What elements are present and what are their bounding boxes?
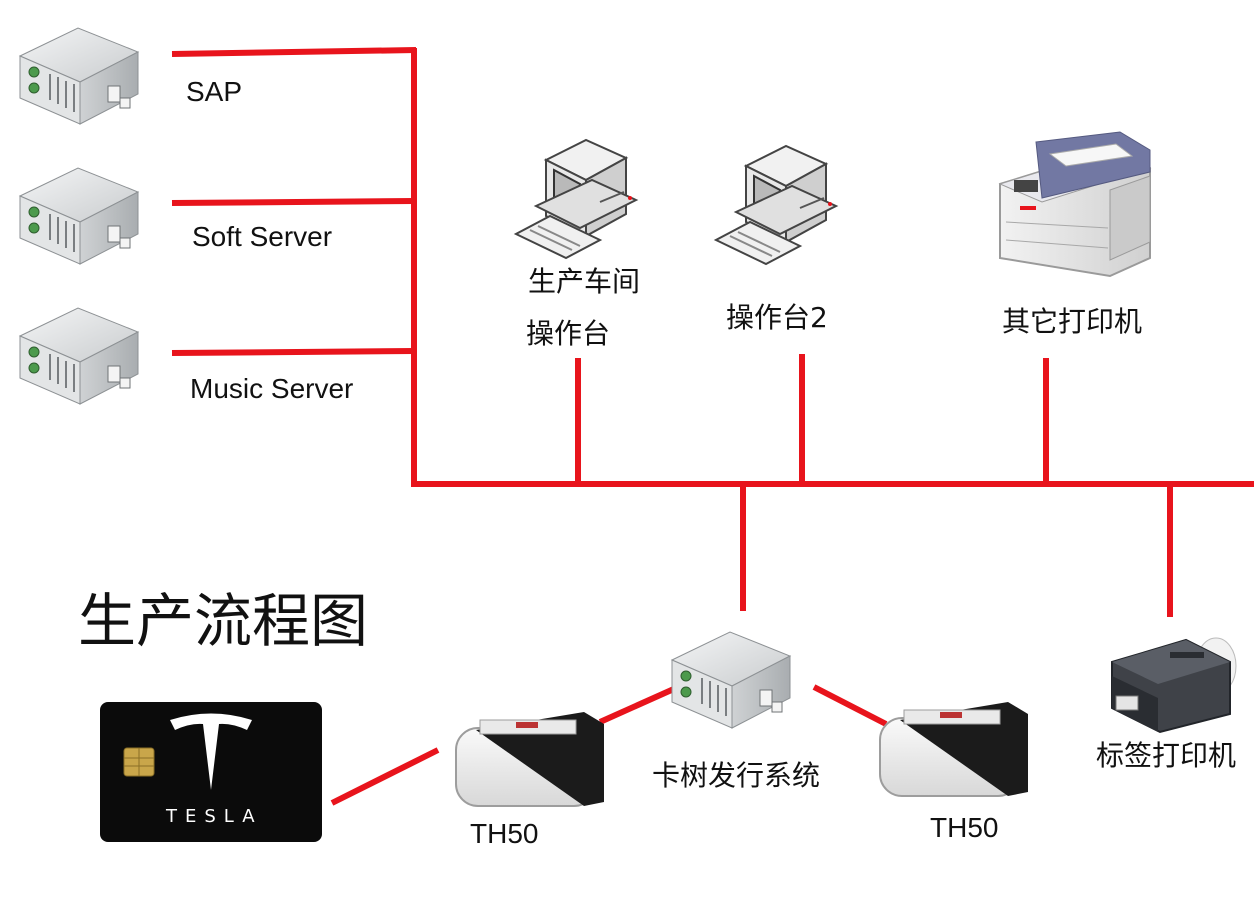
- label-other-printer: 其它打印机: [1002, 305, 1143, 338]
- server-icon: [19, 167, 139, 265]
- server-icon: [19, 27, 139, 125]
- label-workstation-2: 操作台2: [726, 301, 828, 334]
- label-soft-server: Soft Server: [192, 221, 333, 252]
- laser-printer-icon: [998, 131, 1152, 278]
- card-brand-label: TESLA: [165, 806, 263, 827]
- label-music-server: Music Server: [190, 373, 354, 404]
- label-th50-left: TH50: [470, 818, 539, 849]
- card-printer-icon: [879, 701, 1029, 797]
- smart-card-icon: TESLA: [100, 702, 322, 842]
- tesla-logo-icon: [170, 713, 252, 790]
- computer-icon: [515, 139, 637, 259]
- label-label-printer: 标签打印机: [1096, 739, 1237, 772]
- link-sap: [171, 47, 417, 57]
- server-icon: [671, 631, 791, 729]
- link-card-th50: [330, 747, 440, 806]
- label-sap: SAP: [186, 76, 243, 107]
- label-card-system: 卡树发行系统: [652, 759, 821, 792]
- label-workstation-1-line2: 操作台: [526, 317, 611, 350]
- label-printer-icon: [1111, 637, 1237, 734]
- computer-icon: [715, 145, 837, 265]
- card-printer-icon: [455, 711, 605, 807]
- link-system-th50-left: [598, 685, 678, 725]
- link-music-server: [171, 348, 415, 356]
- link-system-th50-right: [812, 684, 888, 727]
- link-soft-server: [171, 198, 415, 206]
- label-th50-right: TH50: [930, 812, 999, 843]
- server-icon: [19, 307, 139, 405]
- page-title: 生产流程图: [78, 587, 369, 655]
- connection-lines: [171, 47, 1254, 806]
- label-workstation-1-line1: 生产车间: [528, 265, 641, 298]
